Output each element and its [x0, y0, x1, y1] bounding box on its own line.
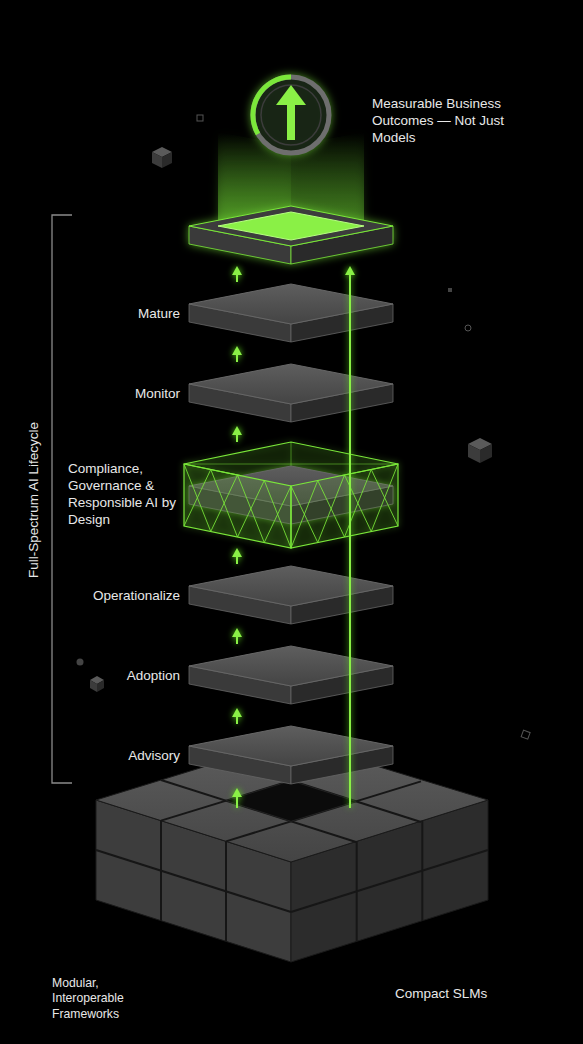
shape-face: [189, 726, 393, 766]
label-slot: Operationalize: [93, 588, 180, 605]
floating-cube: [90, 676, 104, 692]
label-slot: Mature: [138, 306, 180, 323]
shape-face: [291, 464, 398, 548]
lifecycle-slab: Advisory: [188, 724, 394, 788]
connector-arrow: [232, 628, 242, 644]
slab-shape: [188, 724, 394, 788]
shape-line: [291, 481, 318, 549]
floating-dot: [77, 659, 84, 666]
shape-line: [226, 781, 421, 841]
lifecycle-slab: Operationalize: [188, 564, 394, 628]
shape-face: [189, 284, 393, 324]
shape-face: [226, 781, 356, 822]
stage-label: Operationalize: [93, 588, 180, 605]
label-slot: Monitor: [135, 386, 180, 403]
shape-face: [276, 85, 306, 105]
shape-line: [238, 481, 265, 538]
slab-shape: [188, 362, 394, 426]
shape-line: [318, 475, 345, 543]
stage-label: Mature: [138, 306, 180, 323]
arrow-head: [232, 708, 242, 717]
shape-line: [211, 475, 238, 532]
gauge-inner: [261, 85, 321, 145]
shape-line: [264, 486, 291, 543]
shape-face: [189, 646, 393, 686]
label-slot: Full-Spectrum AI Lifecycle: [26, 380, 44, 620]
floating-dot: [465, 325, 471, 331]
outcome-platform: Measurable Business Outcomes — Not Just …: [188, 70, 394, 266]
shape-face: [189, 566, 393, 606]
shape-line: [184, 470, 211, 527]
shape-line: [184, 464, 398, 465]
foundation-block: Modular, Interoperable Frameworks Compact…: [40, 808, 543, 1040]
slab-shape: [188, 644, 394, 708]
stage-label: Adoption: [127, 668, 180, 685]
lifecycle-label: Full-Spectrum AI Lifecycle: [26, 380, 43, 620]
shape-line: [184, 464, 211, 532]
floating-square: [448, 288, 452, 292]
arrow-head: [232, 426, 242, 435]
floating-square: [521, 730, 530, 739]
gauge-dial: [253, 77, 329, 153]
arrow-head: [232, 628, 242, 637]
connector-arrow: [232, 346, 242, 362]
shape-line: [264, 481, 291, 549]
connector-arrow: [232, 548, 242, 564]
label-slot: Compact SLMs: [395, 986, 487, 1003]
lifecycle-slab: Monitor: [188, 362, 394, 426]
arrow-head: [232, 548, 242, 557]
shape-line: [96, 850, 291, 912]
shape-line: [287, 100, 295, 140]
arrow-head: [232, 346, 242, 355]
floating-cube: [152, 147, 172, 168]
floating-square: [197, 115, 203, 121]
lifecycle-slab: Compliance, Governance & Responsible AI …: [188, 442, 394, 548]
arrow-head: [232, 266, 242, 275]
shape-line: [345, 470, 372, 538]
stage-label: Advisory: [128, 748, 180, 765]
outcome-label: Measurable Business Outcomes — Not Just …: [372, 96, 522, 147]
lifecycle-slab: Adoption: [188, 644, 394, 708]
stage-label: Compliance, Governance & Responsible AI …: [68, 461, 180, 529]
connector-line: [349, 273, 351, 808]
shape-line: [291, 850, 488, 912]
shape-line: [371, 464, 398, 532]
label-slot: Advisory: [128, 748, 180, 765]
floating-cube: [468, 438, 492, 463]
slab-shape: [188, 282, 394, 346]
cage-shape: [188, 442, 394, 548]
label-slot: Adoption: [127, 668, 180, 685]
label-slot: Modular, Interoperable Frameworks: [52, 976, 152, 1022]
connector-arrow: [232, 266, 242, 282]
arrow-head: [345, 266, 355, 275]
shape-line: [161, 761, 356, 821]
foundation-label: Compact SLMs: [395, 986, 487, 1003]
shape-face: [184, 464, 291, 548]
slab-shape: [188, 564, 394, 628]
shape-face: [218, 212, 364, 240]
shape-line: [211, 470, 238, 538]
connector-arrow: [232, 708, 242, 724]
label-slot: Measurable Business Outcomes — Not Just …: [372, 96, 522, 147]
shape-face: [189, 206, 393, 246]
connector-arrow: [232, 426, 242, 442]
stage-label: Monitor: [135, 386, 180, 403]
lifecycle-slab: Mature: [188, 282, 394, 346]
shape-face: [189, 364, 393, 404]
top-shape: [188, 70, 394, 266]
shape-line: [238, 475, 265, 543]
label-slot: Compliance, Governance & Responsible AI …: [68, 461, 180, 529]
foundation-label: Modular, Interoperable Frameworks: [52, 976, 152, 1022]
shape-face: [96, 740, 488, 862]
